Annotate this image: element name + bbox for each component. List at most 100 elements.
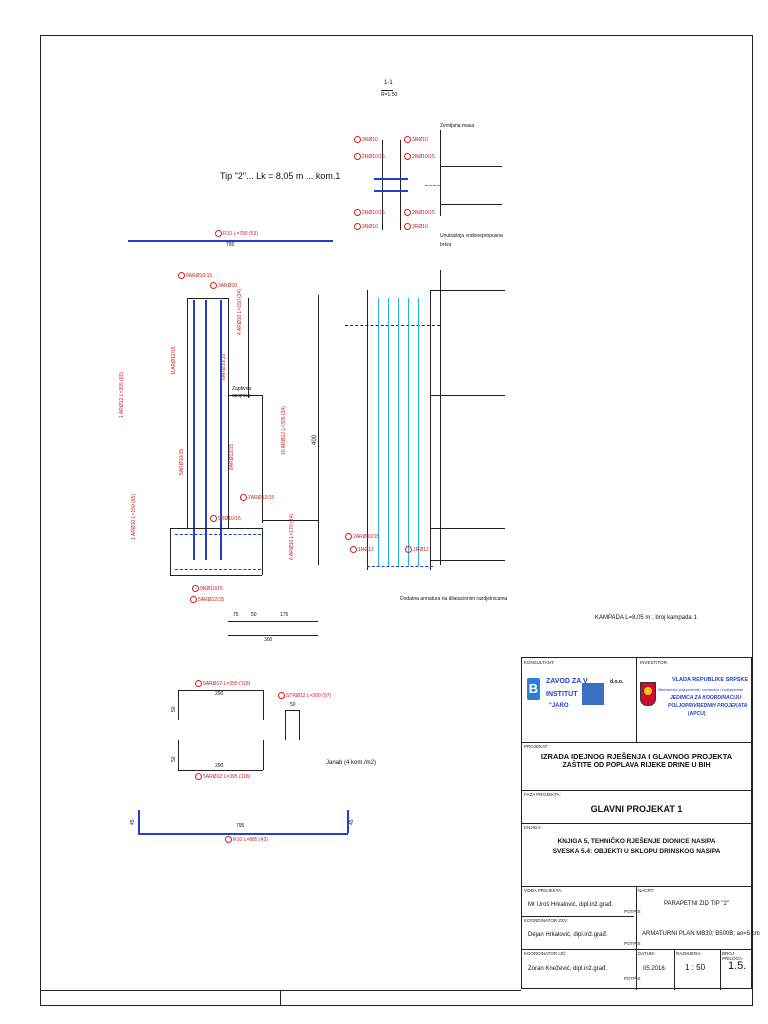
wall-aux-line: [248, 298, 249, 398]
wall-top: [187, 298, 228, 299]
shape-top-label: 6ARØ12 L=395 (118): [195, 680, 250, 687]
faza-label: FAZA PROJEKTA:: [524, 792, 561, 797]
footing-bottom: [170, 575, 262, 576]
elev-cyan-4: [408, 298, 409, 566]
investitor-1: VLADA REPUBLIKE SRPSKE: [672, 677, 749, 683]
shape-bottom-label: 5ARØ12 L=395 (118): [195, 773, 250, 780]
vertical-label-7: 5ARØ10/15: [179, 448, 185, 475]
stirrup-line: [285, 710, 299, 711]
elev-cyan-5: [418, 298, 419, 566]
stirrup-leg-1: [285, 710, 286, 740]
long-bar-hook-right-label: 45: [349, 819, 355, 825]
footing-right: [262, 528, 263, 575]
wall-bar-right: [220, 300, 222, 560]
dim-400-line: [318, 295, 319, 565]
section-title-underline: [381, 90, 393, 91]
section-title: 1-1: [384, 80, 393, 86]
razmjera-value: 1 : 50: [685, 963, 706, 972]
detail-joint-right: [400, 140, 401, 230]
top-bar-length: 795: [226, 242, 235, 248]
row-knjiga: [522, 823, 751, 824]
konsultant-name-2: INSTITUT: [546, 691, 578, 698]
elev-dim: [440, 270, 441, 565]
elev-label-1: 2ARØ10/15: [345, 533, 379, 540]
shape-bottom-line: [178, 770, 263, 771]
wall-aux-line-2: [262, 395, 263, 523]
konsultant-label: KONSULTANT:: [524, 660, 555, 665]
elev-label-3: 1RØ12: [405, 546, 429, 553]
shape-left-lower: [178, 740, 179, 770]
potpis-3: POTPIS: [624, 976, 641, 981]
stirrup-leg-2: [299, 710, 300, 740]
long-bar-len: 795: [236, 823, 245, 829]
detail-bar-label-3: 3RØ10: [404, 136, 428, 143]
detail-bar-label-4: 2RØ10/15: [404, 153, 435, 160]
dim-400-label: 400: [312, 434, 318, 445]
vertical-label-8: 6ARØ10/15: [221, 353, 227, 380]
wall-bar-label-1: 8ARØ10/15: [178, 272, 212, 279]
projekat-2: ZAŠTITE OD POPLAVA RIJEKE DRINE U BIH: [562, 762, 711, 769]
label-zaptivna: Zaptivna: [232, 386, 252, 392]
bottom-strip-divider: [280, 990, 281, 1006]
long-bar-label: R10 L=885 (42): [225, 836, 268, 843]
stirrup-dim: 50: [290, 702, 296, 708]
knjiga-2: SVESKA 5.4: OBJEKTI U SKLOPU DRINSKOG NA…: [552, 848, 721, 855]
bottom-strip-line: [40, 990, 521, 991]
long-bar-hook-left-label: 45: [130, 819, 136, 825]
dim-50: 50: [251, 612, 257, 618]
detail-bar-label-8: 3RØ10: [404, 223, 428, 230]
nacrt-2: ARMATURNI PLAN MB30; B500B; ao=5 cm: [642, 931, 760, 937]
detail-bar-label-6: 3RØ10: [354, 223, 378, 230]
elev-mark-3: [430, 528, 505, 529]
elev-right: [430, 290, 431, 570]
stirrup-label: STRØ12 L=300 (97): [278, 692, 331, 699]
projekat-1: IZRADA IDEJNOG RJEŠENJA I GLAVNOG PROJEK…: [540, 752, 733, 761]
knjiga-1: KNJIGA 5, TEHNIČKO RJEŠENJE DIONICE NASI…: [557, 838, 716, 845]
drawing-frame: [40, 35, 753, 1006]
footing-left: [170, 528, 171, 575]
konsultant-logo: B: [527, 678, 540, 700]
koordinator-label: KOORDINATOR ZZV:: [524, 918, 568, 923]
title-block: KONSULTANT: INVESTITOR: B ZAVOD ZA V INS…: [521, 657, 760, 990]
shape-right-lower: [263, 740, 264, 770]
konsultant-name-1: ZAVOD ZA V: [546, 678, 588, 685]
wall-bar-mid: [205, 300, 207, 560]
vertical-label-9: 8ARØ12/15: [229, 443, 235, 470]
detail-joint-line: [425, 185, 440, 186]
elev-bottom-bar: [367, 566, 433, 567]
investitor-4: POLJOPRIVREDNIH PROJEKATA: [668, 703, 748, 709]
wall-bar-label-2: 3ARØ10: [210, 282, 237, 289]
projekat-label: PROJEKAT:: [524, 744, 549, 749]
detail-ground-line-bottom: [440, 204, 502, 205]
vodja-label: VOĐA PROJEKTA:: [524, 888, 563, 893]
row-koordinator-ijc: [522, 949, 751, 950]
elev-cyan-2: [388, 298, 389, 566]
potpis-1: POTPIS: [624, 909, 641, 914]
elev-cyan-1: [378, 298, 379, 566]
note-dodatna: Dodatna armatura na dilatacionim razdjel…: [400, 596, 508, 602]
shape-left-upper: [178, 690, 179, 720]
investitor-5: (APCU): [688, 711, 706, 717]
wall-bar-label-6: 5ARØ12/15: [190, 596, 224, 603]
wall-left-face: [187, 298, 188, 528]
detail-bar-label-1: 3RØ10: [354, 136, 378, 143]
dim-175: 175: [280, 612, 289, 618]
elev-label-2: 1RØ12: [350, 546, 374, 553]
detail-bar-2: [374, 190, 408, 192]
row-koordinator: [522, 916, 634, 917]
vertical-label-6: 11ARØ12/15: [171, 346, 177, 375]
knjiga-label: KNJIGA:: [524, 825, 542, 830]
wall-bar-label-3: 7ARØ12/15: [240, 494, 274, 501]
wall-bar-label-5: 9RØ10/15: [192, 585, 223, 592]
dim-line-top: [228, 621, 318, 622]
elev-mark-4: [430, 560, 505, 561]
potpis-2: POTPIS: [624, 941, 641, 946]
row-faza: [522, 790, 751, 791]
label-unutrasnja: Unutrašnja vodonepropusna: [440, 233, 503, 239]
shape-bottom-len: 290: [215, 763, 224, 769]
top-bar-line: [128, 240, 333, 242]
vodja-name: Mr Uroš Hrkalović, dipl.inž.građ.: [528, 902, 614, 908]
dim-75: 75: [233, 612, 239, 618]
elev-mark-2: [430, 395, 505, 396]
investitor-2: Ministarstvo poljoprivrede, šumarstva i …: [658, 688, 744, 692]
